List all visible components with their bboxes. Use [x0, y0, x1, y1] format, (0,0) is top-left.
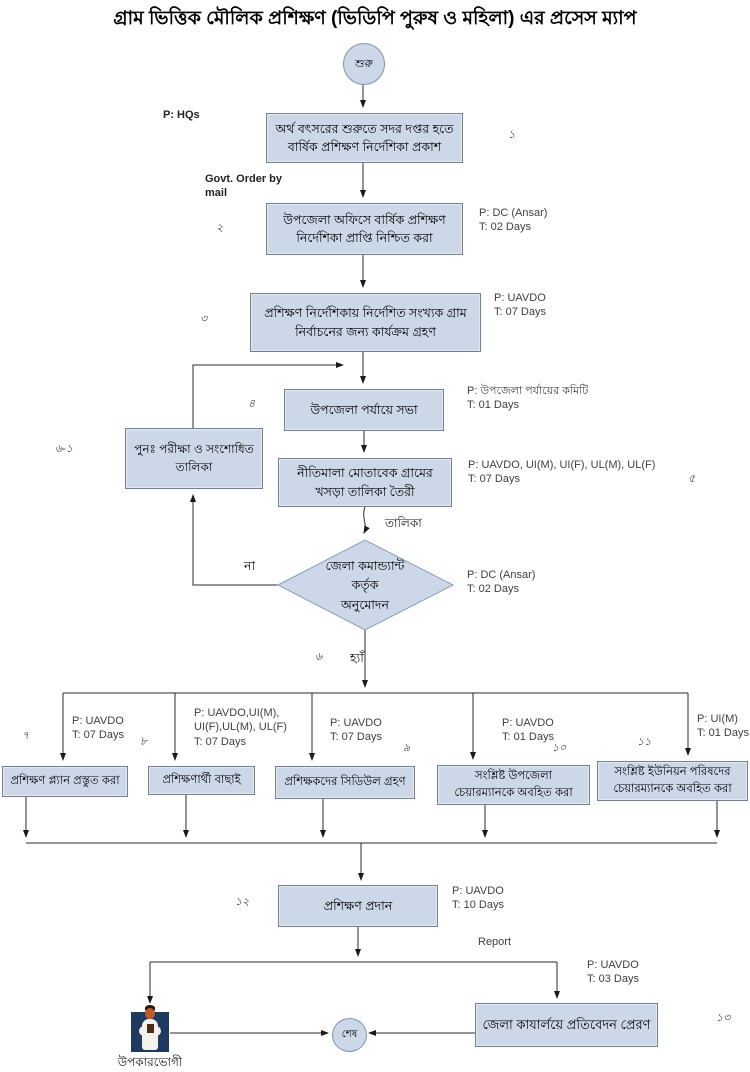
edge-5-to-decision [363, 506, 370, 534]
step-number-5: ৫ [688, 473, 696, 485]
step-number-6-1: ৬-১ [55, 443, 73, 455]
edge-no-loop-lower [190, 494, 278, 586]
annotation-step10: P: UAVDO T: 01 Days [502, 717, 554, 744]
label-report: Report [478, 936, 512, 948]
step-number-11: ১১ [637, 736, 652, 748]
annotation-step5: P: UAVDO, UI(M), UI(F), UL(M), UL(F) T: … [468, 459, 656, 486]
step-number-6: ৬ [315, 651, 323, 663]
label-list: তালিকা [385, 516, 422, 530]
step-11-inform-union-chairman: সংশ্লিষ্ট ইউনিয়ন পরিষদের চেয়ারম্যানকে … [597, 761, 748, 801]
step-13-send-report: জেলা কাযার্লয়ে প্রতিবেদন প্রেরণ [475, 1003, 658, 1047]
step-2-confirm-receipt: উপজেলা অফিসে বার্ষিক প্রশিক্ষণ নির্দেশিক… [266, 203, 463, 255]
step-number-8: ৮ [140, 736, 148, 748]
beneficiary-book [147, 1024, 154, 1033]
end-terminator: শেষ [332, 1018, 367, 1052]
annotation-step11: P: UI(M) T: 01 Days [697, 713, 749, 740]
edge-no-loop-upper [192, 362, 344, 428]
annotation-step8: P: UAVDO,UI(M), UI(F),UL(M), UL(F) T: 07… [194, 707, 287, 748]
start-label: শুরু [355, 57, 373, 70]
annotation-step12: P: UAVDO T: 10 Days [452, 885, 504, 912]
step-number-3: ৩ [200, 313, 208, 325]
annotation-govt-order: Govt. Order by mail [205, 173, 283, 200]
step-6-1-revised-list: পুনঃ পরীক্ষা ও সংশোধিত তালিকা [125, 428, 263, 489]
label-no: না [244, 559, 256, 573]
label-yes: হ্যাঁ [350, 651, 364, 665]
decision-commandant-approval: জেলা কমান্ড্যান্ট কর্তৃক অনুমোদন [325, 558, 405, 612]
step-5-draft-list: নীতিমালা মোতাবেক গ্রামের খসড়া তালিকা তৈ… [278, 458, 452, 507]
step-9-trainer-schedule: প্রশিক্ষকদের সিডিউল গ্রহণ [275, 766, 415, 799]
annotation-step13: P: UAVDO T: 03 Days [587, 959, 639, 986]
step-number-1: ১ [508, 129, 516, 141]
step-3-select-villages: প্রশিক্ষণ নির্দেশিকায় নির্দেশিত সংখ্যক … [250, 293, 481, 352]
step-number-13: ১৩ [716, 1012, 731, 1024]
annotation-step7: P: UAVDO T: 07 Days [72, 715, 124, 742]
annotation-hq: P: HQs [163, 109, 200, 121]
beneficiary-head [145, 1008, 155, 1019]
step-1-publish-directive: অর্থ বৎসরের শুরুতে সদর দপ্তর হতে বার্ষিক… [266, 113, 463, 163]
step-number-4: ৪ [248, 398, 256, 410]
label-beneficiary: উপকারভোগী [117, 1055, 183, 1069]
step-12-deliver-training: প্রশিক্ষণ প্রদান [278, 885, 438, 927]
step-number-12: ১২ [235, 896, 250, 908]
beneficiary-figure [130, 1004, 170, 1052]
step-number-10: ১০ [552, 742, 567, 754]
step-4-upazila-meeting: উপজেলা পর্যায়ে সভা [284, 389, 444, 431]
end-label: শেষ [341, 1028, 358, 1040]
page-title: গ্রাম ভিত্তিক মৌলিক প্রশিক্ষণ (ভিডিপি পু… [113, 8, 637, 29]
annotation-step3: P: UAVDO T: 07 Days [494, 292, 546, 319]
step-10-inform-upazila-chairman: সংশ্লিষ্ট উপজেলা চেয়ারম্যানকে অবহিত করা [437, 765, 590, 805]
annotation-step2: P: DC (Ansar) T: 02 Days [479, 207, 548, 234]
step-number-7: ৭ [22, 730, 30, 742]
annotation-step9: P: UAVDO T: 07 Days [330, 717, 382, 744]
annotation-step4: P: উপজেলা পর্যায়ের কমিটি T: 01 Days [467, 385, 589, 412]
annotation-decision: P: DC (Ansar) T: 02 Days [467, 569, 536, 596]
step-7-prepare-plan: প্রশিক্ষণ প্ল্যান প্রস্তুত করা [2, 766, 128, 797]
step-number-2: ২ [216, 222, 224, 234]
step-8-select-trainees: প্রশিক্ষণার্থী বাছাই [148, 766, 255, 795]
start-terminator: শুরু [343, 43, 385, 85]
step-number-9: ৯ [403, 742, 411, 754]
decision-diamond [276, 539, 455, 631]
